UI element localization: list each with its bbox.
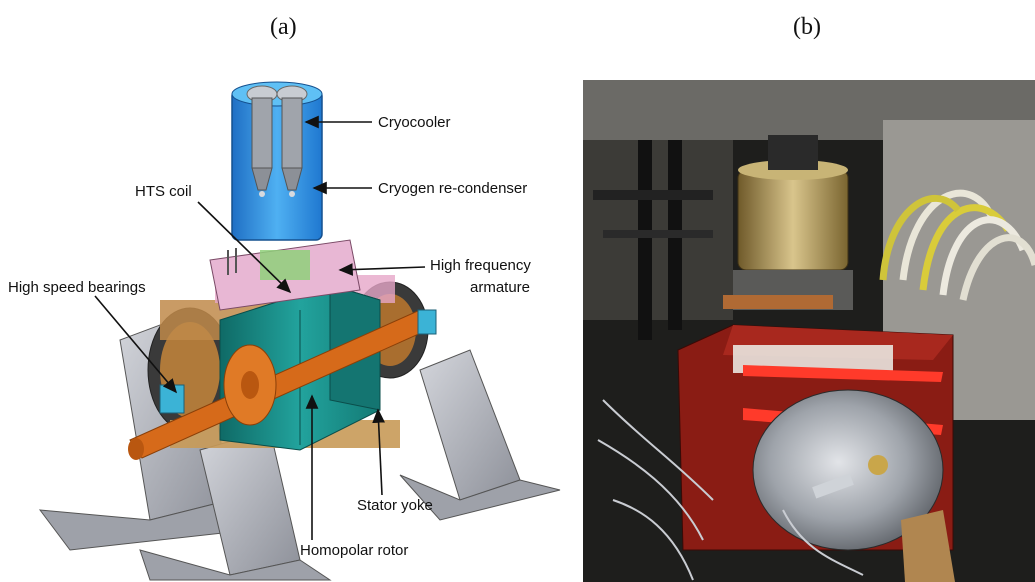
- hts-coil-label: HTS coil: [135, 183, 192, 200]
- photo-cables: [879, 189, 1035, 301]
- rotor-label: Homopolar rotor: [300, 542, 408, 559]
- panel-label-a: (a): [270, 14, 297, 40]
- rotor-shaft: [128, 309, 433, 460]
- photo-pipes: [593, 140, 713, 340]
- bearings-arrow: [94, 295, 178, 394]
- photo-wires: [597, 399, 864, 581]
- panel-label-b: (b): [793, 14, 821, 40]
- photo-cryostat: [723, 135, 853, 310]
- support-frame-front: [139, 429, 332, 581]
- hf-armature-label-line1: High frequency: [430, 257, 531, 274]
- stator-yoke-arrow: [372, 408, 385, 496]
- bearings-label: High speed bearings: [8, 279, 146, 296]
- photo-end-disc: [752, 389, 944, 551]
- machine-photo: [583, 80, 1035, 582]
- recondenser-label: Cryogen re-condenser: [378, 180, 527, 197]
- hf-armature-arrow: [338, 263, 426, 276]
- machine-schematic: Cryocooler Cryogen re-condenser HTS coil…: [8, 81, 561, 581]
- hts-coil-arrow: [197, 201, 292, 294]
- photo-paper-bag: [901, 510, 955, 582]
- cryocooler: [231, 81, 323, 241]
- bearing-left: [159, 384, 185, 414]
- bearing-right: [417, 309, 437, 335]
- stator-yoke-label: Stator yoke: [357, 497, 433, 514]
- hts-coil-housing: [209, 239, 361, 311]
- hf-armature-label-line2: armature: [470, 279, 530, 296]
- cryocooler-label: Cryocooler: [378, 114, 451, 131]
- support-frame-right: [399, 349, 561, 521]
